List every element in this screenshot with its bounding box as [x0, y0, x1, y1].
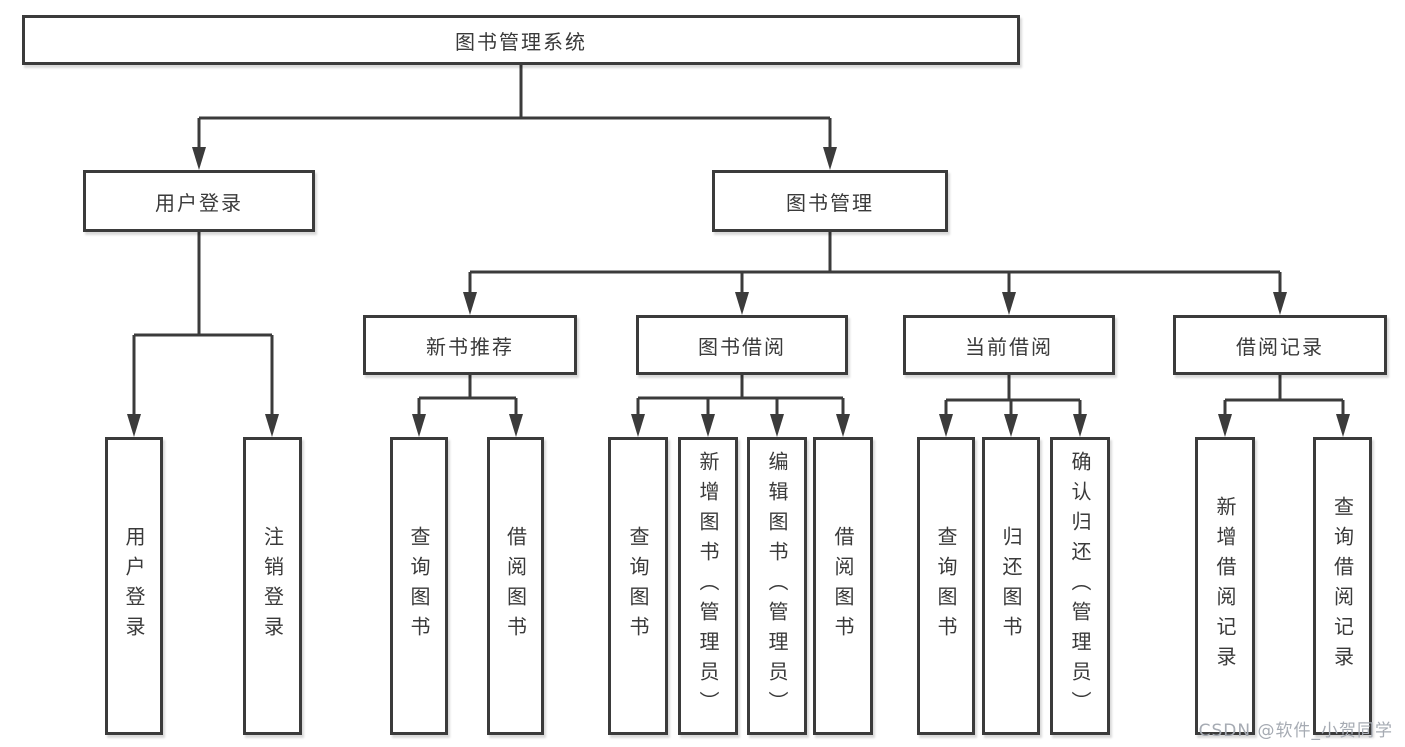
node-label: 用户登录 [155, 190, 243, 215]
leaf-borrow-books: 借阅图书 [813, 437, 873, 735]
leaf-add-books-admin: 新增图书（管理员） [678, 437, 738, 735]
node-label: 归还图书 [999, 526, 1023, 646]
node-label: 查询图书 [934, 526, 958, 646]
leaf-confirm-return-admin: 确认归还（管理员） [1050, 437, 1110, 735]
leaf-logout: 注销登录 [243, 437, 302, 735]
node-current-borrow: 当前借阅 [903, 315, 1115, 375]
node-label: 用户登录 [122, 526, 146, 646]
node-label: 新增借阅记录 [1213, 496, 1237, 676]
leaf-query-books-current: 查询图书 [917, 437, 975, 735]
node-root-system: 图书管理系统 [22, 15, 1020, 65]
node-label: 图书管理 [786, 190, 874, 215]
leaf-return-books: 归还图书 [982, 437, 1040, 735]
leaf-borrow-books-recommend: 借阅图书 [487, 437, 544, 735]
node-label: 借阅记录 [1236, 334, 1324, 359]
leaf-edit-books-admin: 编辑图书（管理员） [747, 437, 807, 735]
leaf-add-borrow-record: 新增借阅记录 [1195, 437, 1255, 735]
node-label: 查询图书 [407, 526, 431, 646]
node-label: 当前借阅 [965, 334, 1053, 359]
leaf-query-books-borrow: 查询图书 [608, 437, 668, 735]
node-label: 确认归还（管理员） [1068, 451, 1092, 721]
node-label: 图书借阅 [698, 334, 786, 359]
node-book-borrow: 图书借阅 [636, 315, 848, 375]
node-book-management: 图书管理 [712, 170, 948, 232]
node-new-book-recommend: 新书推荐 [363, 315, 577, 375]
node-label: 查询图书 [626, 526, 650, 646]
csdn-watermark: CSDN @软件_小贺同学 [1198, 721, 1393, 741]
node-label: 新增图书（管理员） [696, 451, 720, 721]
node-label: 查询借阅记录 [1330, 496, 1355, 676]
node-label: 注销登录 [260, 526, 285, 646]
node-label: 编辑图书（管理员） [765, 451, 789, 721]
node-label: 新书推荐 [426, 334, 514, 359]
node-borrow-records: 借阅记录 [1173, 315, 1387, 375]
leaf-query-borrow-record: 查询借阅记录 [1313, 437, 1372, 735]
node-user-login: 用户登录 [83, 170, 315, 232]
node-label: 借阅图书 [503, 526, 528, 646]
leaf-user-login: 用户登录 [105, 437, 163, 735]
node-label: 图书管理系统 [455, 29, 587, 54]
leaf-query-books-recommend: 查询图书 [390, 437, 448, 735]
node-label: 借阅图书 [831, 526, 855, 646]
